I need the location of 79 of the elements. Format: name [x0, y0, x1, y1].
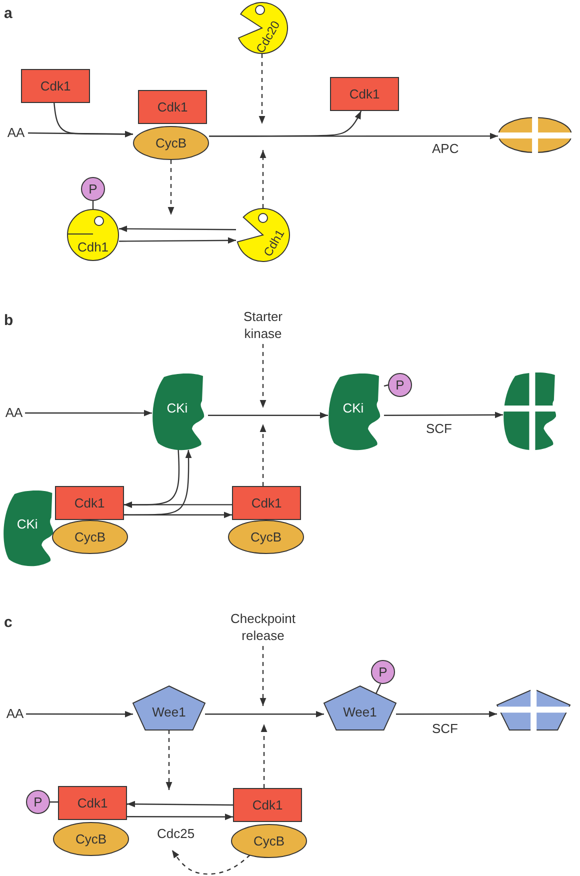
arrow — [384, 412, 503, 418]
degraded-protein-drawing — [498, 117, 572, 153]
arrow — [119, 237, 236, 244]
arrow — [26, 710, 133, 718]
protein-box — [138, 90, 207, 124]
arrow — [205, 710, 324, 718]
protein-label: Wee1 — [152, 706, 186, 719]
protein-label: CKi — [342, 401, 364, 414]
connector-line — [384, 384, 388, 387]
protein-label: CycB — [75, 832, 107, 846]
arrow — [396, 710, 497, 718]
arrow — [119, 226, 236, 232]
protein-box — [330, 77, 399, 111]
dashed-arrow — [260, 646, 266, 706]
protein-ellipse — [231, 824, 307, 858]
dashed-arrow — [172, 850, 250, 875]
arrow — [127, 814, 233, 820]
arrow — [28, 130, 133, 138]
protein-label: Wee1 — [343, 706, 377, 719]
protein-ellipse — [52, 520, 128, 554]
protein-circle — [67, 209, 119, 261]
text-label: AA — [3, 405, 25, 421]
protein-label: Cdk1 — [74, 496, 105, 510]
arrow — [124, 450, 192, 516]
protein-label: CKi — [166, 401, 188, 414]
protein-label: Cdh1 — [77, 240, 109, 254]
protein-label: Cdk1 — [251, 496, 282, 510]
arrow — [124, 450, 180, 508]
protein-ellipse — [228, 520, 304, 554]
arrow — [54, 102, 133, 138]
protein-pentagon — [324, 686, 396, 730]
protein-label: P — [88, 182, 98, 196]
panel-letter: a — [4, 6, 12, 21]
protein-label: Cdk1 — [77, 796, 108, 810]
connector-line — [375, 684, 382, 694]
text-label: AA — [4, 706, 26, 722]
dashed-arrow — [260, 344, 266, 408]
dashed-arrow — [260, 724, 268, 788]
protein-label: P — [396, 378, 404, 392]
phosphate-circle — [81, 177, 105, 201]
protein-label: CKi — [16, 518, 38, 531]
panel-letter: c — [4, 615, 12, 630]
protein-label: Cdk1 — [157, 100, 188, 114]
protein-label: CycB — [74, 530, 106, 544]
arrow — [127, 800, 233, 808]
protein-label: P — [34, 796, 42, 808]
protein-label: CycB — [250, 530, 282, 544]
dashed-arrow — [258, 54, 266, 124]
text-label: AA — [4, 125, 28, 141]
dashed-arrow — [260, 424, 266, 486]
text-label: Checkpoint release — [213, 610, 313, 646]
protein-label: CycB — [155, 136, 187, 150]
protein-label: Cdk1 — [349, 88, 380, 100]
pacman-shape — [236, 2, 288, 54]
phosphate-circle — [26, 790, 50, 814]
phosphate-circle — [388, 373, 412, 397]
protein-box — [58, 786, 127, 820]
arrow — [25, 410, 152, 416]
panel-letter: b — [4, 313, 14, 328]
dashed-arrow — [260, 150, 266, 208]
pacman-shape — [236, 208, 290, 262]
dashed-arrow — [166, 730, 172, 790]
protein-ellipse — [53, 822, 129, 856]
protein-box — [233, 788, 302, 822]
dashed-arrow — [168, 160, 174, 215]
arrow — [208, 412, 328, 419]
phosphate-circle — [371, 660, 395, 684]
text-label: Starter kinase — [226, 308, 300, 344]
arrow — [209, 110, 362, 137]
degraded-protein-drawing — [497, 689, 570, 730]
protein-box — [21, 69, 90, 103]
protein-label: Cdk1 — [252, 798, 283, 812]
protein-pentagon — [133, 686, 205, 730]
protein-ellipse — [133, 126, 209, 160]
protein-box — [55, 486, 124, 520]
protein-label: CycB — [253, 834, 285, 848]
protein-label: P — [378, 666, 388, 678]
protein-label: Cdk1 — [40, 80, 71, 92]
protein-box — [232, 486, 301, 520]
